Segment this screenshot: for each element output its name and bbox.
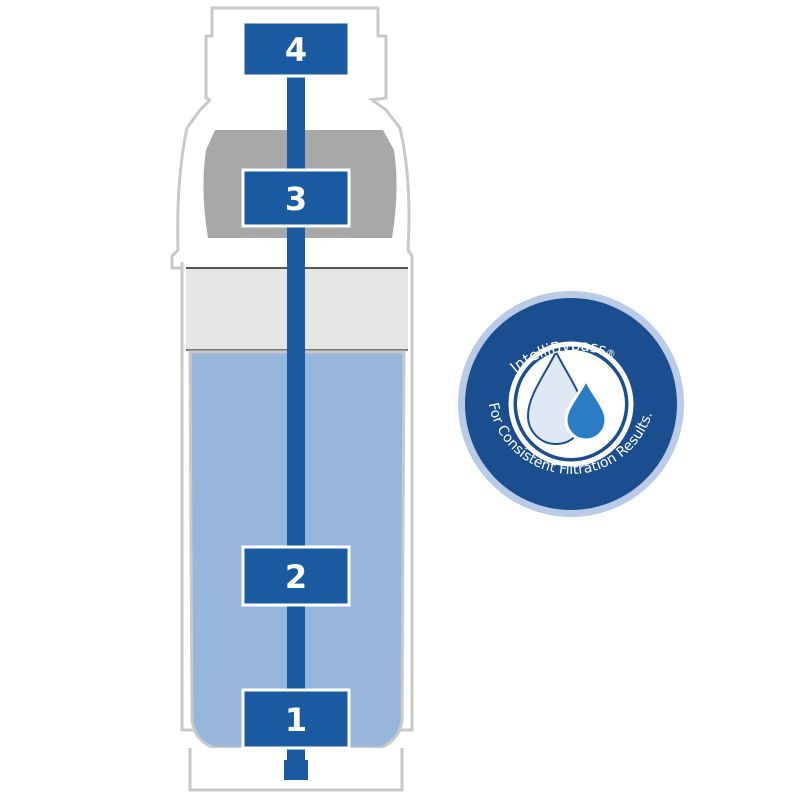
step-marker-3: 3 — [241, 168, 351, 228]
step-marker-4-label: 4 — [285, 31, 307, 69]
step-marker-2-label: 2 — [285, 558, 307, 596]
step-marker-4: 4 — [241, 20, 351, 78]
step-marker-1-label: 1 — [285, 701, 307, 739]
step-marker-2: 2 — [241, 545, 351, 607]
intellibypass-badge: IntelliBypass® For Consistent Filtration… — [458, 291, 684, 517]
step-marker-1: 1 — [241, 688, 351, 750]
step-marker-3-label: 3 — [285, 180, 307, 218]
water-drops-icon — [526, 349, 608, 445]
flow-pipe-outlet — [284, 760, 308, 780]
